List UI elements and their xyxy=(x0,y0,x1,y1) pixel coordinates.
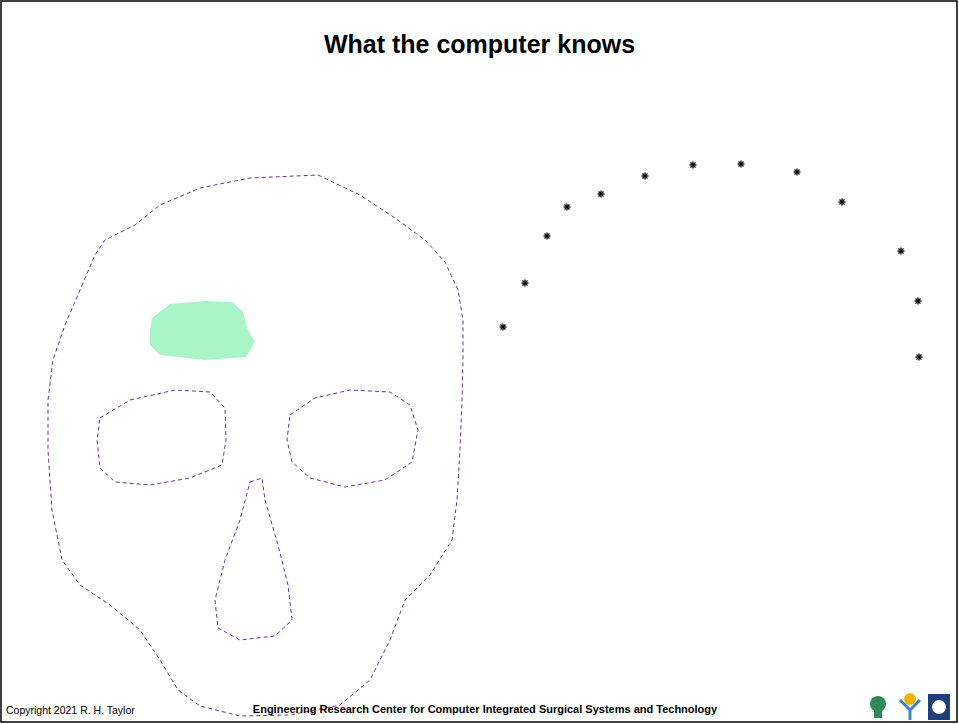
copyright-note: Copyright 2021 R. H. Taylor xyxy=(6,704,135,716)
point-marker-stroke xyxy=(523,281,528,286)
point-marker xyxy=(915,298,922,305)
point-marker-stroke xyxy=(795,170,800,175)
logo xyxy=(874,700,882,718)
digitized-points xyxy=(500,161,923,361)
point-marker-stroke xyxy=(840,200,845,205)
logos xyxy=(870,693,950,720)
point-marker-stroke xyxy=(691,163,696,168)
point-marker-stroke xyxy=(916,299,921,304)
point-marker xyxy=(522,280,529,287)
tumor-region xyxy=(150,301,255,360)
point-marker-stroke xyxy=(739,162,744,167)
skull-outline xyxy=(48,175,463,716)
point-marker xyxy=(598,191,605,198)
logo xyxy=(904,693,916,705)
point-marker-stroke xyxy=(899,249,904,254)
point-marker-stroke xyxy=(501,325,506,330)
point-marker-stroke xyxy=(917,355,922,360)
point-marker xyxy=(642,173,649,180)
point-marker xyxy=(794,169,801,176)
logo xyxy=(900,700,920,720)
point-marker-stroke xyxy=(599,192,604,197)
eye-socket xyxy=(287,390,418,487)
point-marker-stroke xyxy=(643,174,648,179)
organization-name: Engineering Research Center for Computer… xyxy=(200,703,770,715)
point-marker xyxy=(898,248,905,255)
point-marker xyxy=(916,354,923,361)
nasal-cavity xyxy=(215,478,292,640)
point-marker xyxy=(839,199,846,206)
point-marker xyxy=(690,162,697,169)
eye-socket xyxy=(97,390,226,485)
point-marker-stroke xyxy=(565,205,570,210)
slide-title: What the computer knows xyxy=(0,30,959,59)
logo xyxy=(932,700,946,714)
point-marker xyxy=(544,233,551,240)
point-marker xyxy=(564,204,571,211)
point-marker-stroke xyxy=(545,234,550,239)
point-marker xyxy=(738,161,745,168)
point-marker xyxy=(500,324,507,331)
logo xyxy=(928,694,950,720)
